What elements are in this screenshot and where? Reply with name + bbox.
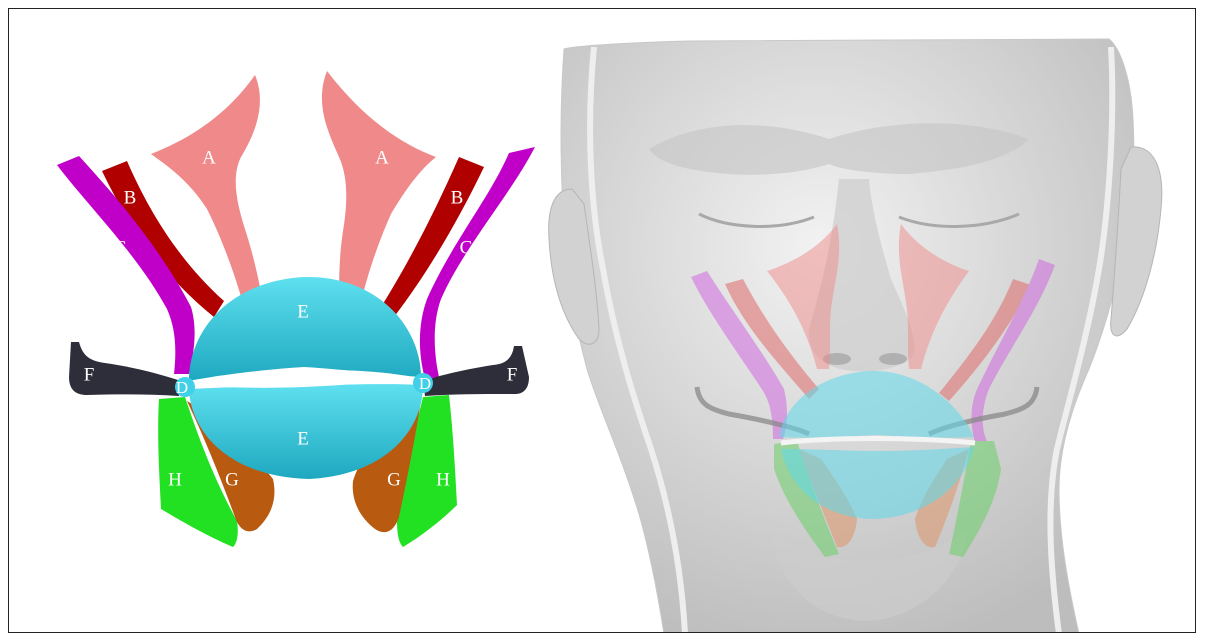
label-a-left: A [202, 147, 216, 168]
head-model [549, 39, 1162, 633]
label-a-right: A [375, 147, 389, 168]
label-c-left: C [114, 237, 127, 258]
muscle-c-right [420, 147, 535, 379]
label-g-right: G [387, 469, 401, 490]
label-b-right: B [451, 187, 464, 208]
label-h-left: H [168, 469, 182, 490]
label-g-left: G [225, 469, 239, 490]
label-d-right: D [419, 374, 431, 393]
label-c-right: C [460, 237, 473, 258]
muscle-e-upper [189, 277, 421, 381]
label-e-upper: E [297, 301, 309, 322]
label-d-left: D [176, 378, 188, 397]
label-f-right: F [507, 364, 518, 385]
label-h-right: H [436, 469, 450, 490]
label-f-left: F [84, 364, 95, 385]
label-e-lower: E [297, 428, 309, 449]
muscle-diagram: A A B B C C E E F F D D H H G G [57, 71, 535, 547]
nostril-right [879, 353, 907, 365]
label-b-left: B [124, 187, 137, 208]
figure-frame: A A B B C C E E F F D D H H G G [8, 8, 1196, 633]
